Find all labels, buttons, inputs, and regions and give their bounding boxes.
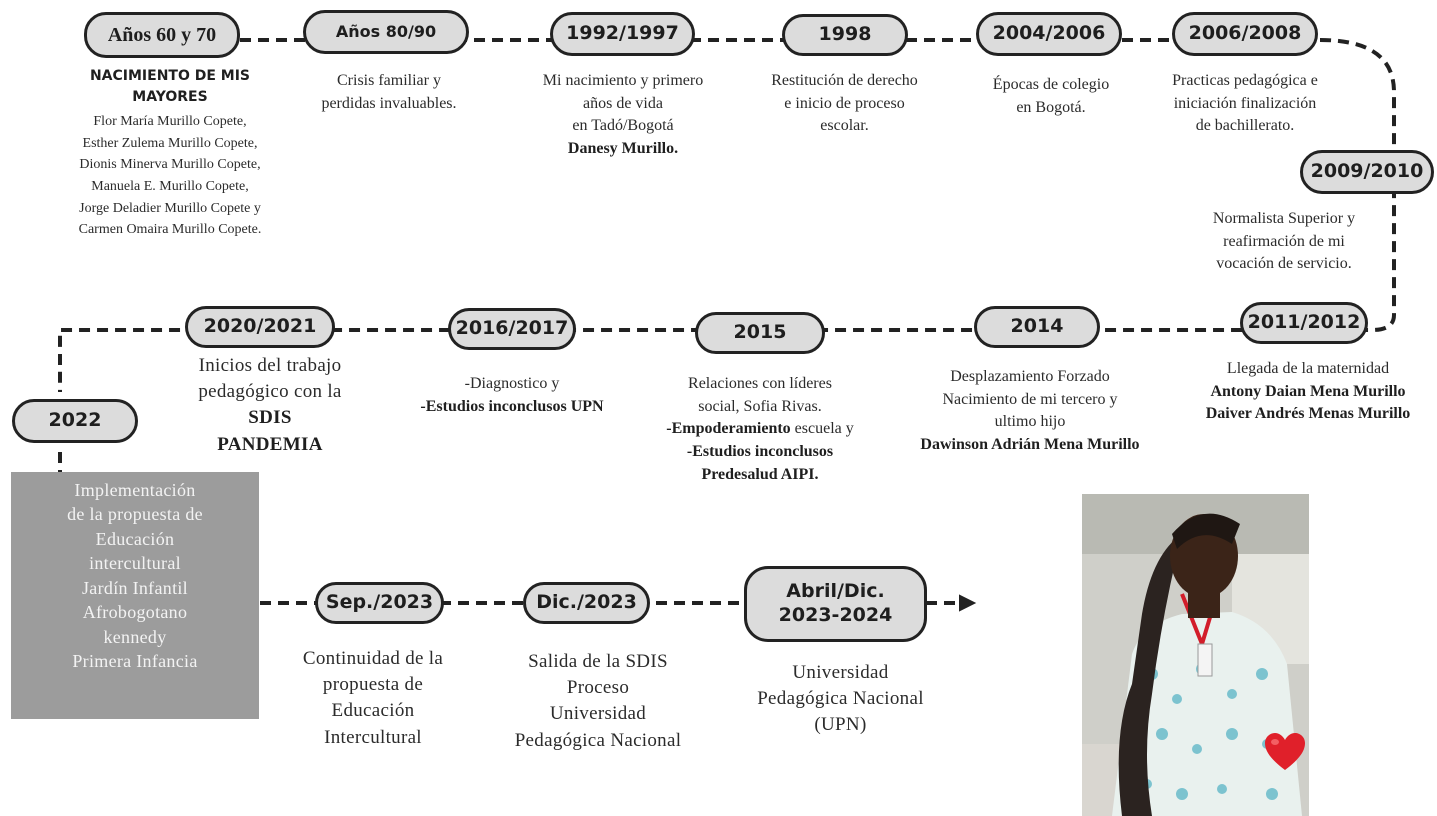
milestone-text-1980s-90s: Crisis familiar y perdidas invaluables. xyxy=(321,72,457,112)
milestone-text-abril-dic-2023-2024: Universidad Pedagógica Nacional (UPN) xyxy=(757,662,924,736)
milestone-text-dic-2023: Salida de la SDIS Proceso Universidad Pe… xyxy=(514,651,682,751)
milestone-text-2011-2012: Llegada de la maternidad Antony Daian Me… xyxy=(1205,360,1411,423)
milestone-pill-2009-2010: 2009/2010 xyxy=(1300,150,1434,194)
milestone-pill-abril-dic-2023-2024: Abril/Dic. 2023-2024 xyxy=(744,566,927,642)
milestone-text-2004-2006: Épocas de colegio en Bogotá. xyxy=(992,76,1110,116)
milestone-pill-2011-2012: 2011/2012 xyxy=(1240,302,1368,344)
portrait-photo xyxy=(1082,494,1309,816)
milestone-pill-2020-2021: 2020/2021 xyxy=(185,306,335,348)
milestone-text-2016-2017: -Diagnostico y -Estudios inconclusos UPN xyxy=(420,375,604,415)
milestone-box-2022: Implementación de la propuesta de Educac… xyxy=(11,472,259,719)
milestone-text-2014: Desplazamiento Forzado Nacimiento de mi … xyxy=(920,368,1140,454)
connector-row-1 xyxy=(58,38,1396,392)
heart-icon xyxy=(1265,733,1305,770)
milestone-pill-2006-2008: 2006/2008 xyxy=(1172,12,1318,56)
milestone-pill-2015: 2015 xyxy=(695,312,825,354)
milestone-text-sep-2023: Continuidad de la propuesta de Educación… xyxy=(302,648,444,748)
milestone-pill-1992-1997: 1992/1997 xyxy=(550,12,695,56)
milestone-pill-1998: 1998 xyxy=(782,14,908,56)
milestone-text-2020-2021: Inicios del trabajo pedagógico con la SD… xyxy=(198,355,342,455)
milestone-text-2015: Relaciones con líderes social, Sofia Riv… xyxy=(666,375,854,483)
arrow-right-icon xyxy=(959,594,977,612)
milestone-pill-1960s-70s: Años 60 y 70 xyxy=(84,12,240,58)
milestone-text-2009-2010: Normalista Superior y reafirmación de mi… xyxy=(1212,210,1356,273)
milestone-pill-2016-2017: 2016/2017 xyxy=(448,308,576,350)
milestone-text-1960s-70s: NACIMIENTO DE MIS MAYORES Flor María Mur… xyxy=(78,68,262,238)
milestone-text-1998: Restitución de derecho e inicio de proce… xyxy=(771,72,918,135)
milestone-pill-sep-2023: Sep./2023 xyxy=(315,582,444,624)
milestone-pill-dic-2023: Dic./2023 xyxy=(523,582,650,624)
milestone-pill-2004-2006: 2004/2006 xyxy=(976,12,1122,56)
milestone-pill-1980s-90s: Años 80/90 xyxy=(303,10,469,54)
milestone-pill-2022: 2022 xyxy=(12,399,138,443)
milestone-pill-2014: 2014 xyxy=(974,306,1100,348)
milestone-text-2006-2008: Practicas pedagógica e iniciación finali… xyxy=(1172,72,1318,135)
milestone-text-1992-1997: Mi nacimiento y primero años de vida en … xyxy=(542,72,704,158)
